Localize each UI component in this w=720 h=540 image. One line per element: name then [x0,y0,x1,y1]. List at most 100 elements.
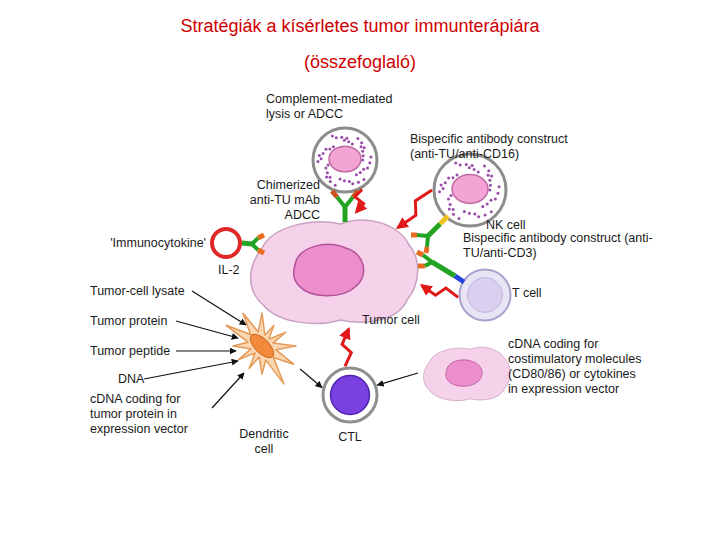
annotation-label: Bispecific antibody construct (anti-TU/a… [463,231,675,261]
ctl-cell: CTL [321,366,379,424]
attack-arrow [422,286,458,298]
tumor-cell: cDNA coding for costimulatory molecules … [418,342,514,404]
cell-heading: cDNA coding for costimulatory molecules … [508,337,642,397]
antigen-source-label: Tumor protein [90,314,190,329]
granule-dot [360,145,363,148]
granule-dot [494,198,497,201]
granule-dot [457,217,460,220]
granule-dot [361,150,364,153]
granule-dot [471,164,474,167]
granule-dot [477,215,480,218]
cell-outline [311,126,379,194]
cell-membrane [323,368,377,422]
leader-arrow [176,321,238,338]
cell-membrane [460,270,511,321]
granule-dot [362,168,365,171]
granule-dot [488,179,491,182]
granule-dot [325,175,328,178]
antibody-stem [242,243,252,244]
cell-nucleus [329,146,361,172]
cell-nucleus [468,278,503,313]
granule-dot [498,185,501,188]
cell-label: T cell [512,286,562,301]
granule-dot [343,139,346,142]
granule-dot [438,190,441,193]
attack-arrow [398,190,432,228]
granule-dot [456,174,459,177]
granule-dot [473,213,476,216]
granule-dot [355,173,358,176]
antigen-source-label: Tumor-cell lysate [90,284,220,299]
activation-arrow [300,369,322,388]
cell-outline [432,152,508,228]
granule-dot [351,182,354,185]
granule-dot [347,140,350,143]
antibody-arm [425,262,432,266]
granule-dot [360,141,363,144]
granule-dot [489,199,492,202]
granule-dot [440,184,443,187]
cell-label: NK cell [486,218,546,233]
cell-membrane [434,154,506,226]
granule-dot [452,213,455,216]
granule-dot [318,154,321,157]
annotation-label: IL-2 [218,263,258,278]
antigen-source-label: cDNA coding for tumor protein in express… [90,392,214,437]
annotation-label: Chimerized anti-TU mAb ADCC [246,178,320,223]
granule-dot [332,145,335,148]
antibody-stem [343,207,348,222]
granule-dot [449,203,452,206]
granule-dot [473,168,476,171]
granule-dot [363,146,366,149]
activation-arrow [377,373,418,385]
granule-dot [452,176,455,179]
granule-dot [468,212,471,215]
granule-dot [477,170,480,173]
tumor-outline [251,220,418,323]
antibody-arm [423,255,432,262]
antibody-tip [418,264,425,269]
cell-nucleus [294,245,364,296]
granule-dot [369,156,372,159]
granule-dot [490,210,493,213]
granule-dot [444,181,447,184]
cell-label: 'Immunocytokine' [88,236,206,251]
granule-dot [338,178,341,181]
granule-dot [322,152,325,155]
cell-membrane [313,128,377,192]
cell-nucleus [446,360,482,386]
antibody-stem [432,262,455,276]
annotation-label: Bispecific antibody construct (anti-TU/a… [410,132,578,162]
granule-dot [335,136,338,139]
attack-arrow [342,329,351,366]
immunocytokine-circle: 'Immunocytokine' [209,226,243,260]
dendritic-cell: Dendritic cell [218,300,306,392]
cell-nucleus [246,330,277,361]
dendritic-outline [226,313,296,384]
granule-dot [484,214,487,217]
granule-dot [324,148,327,151]
granule-dot [356,137,359,140]
cell-outline [218,300,306,392]
granule-dot [331,135,334,138]
t-cell: T cell [458,268,512,322]
cell-outline [418,342,514,404]
granule-dot [328,148,331,151]
granule-dot [450,194,453,197]
granule-dot [324,167,327,170]
cell-label: Tumor cell [362,313,442,328]
granule-dot [348,180,351,183]
granule-dot [490,175,493,178]
granule-dot [442,187,445,190]
granule-dot [359,171,362,174]
tumor-membrane [251,220,418,323]
granule-dot [486,203,489,206]
granule-dot [357,181,360,184]
cell-nucleus [331,376,370,415]
effector-cell: Complement-mediated lysis or ADCC [311,126,379,194]
granule-dot [481,205,484,208]
antibody-stem [428,224,440,236]
antibody-arm [427,236,428,247]
granule-dot [489,184,492,187]
